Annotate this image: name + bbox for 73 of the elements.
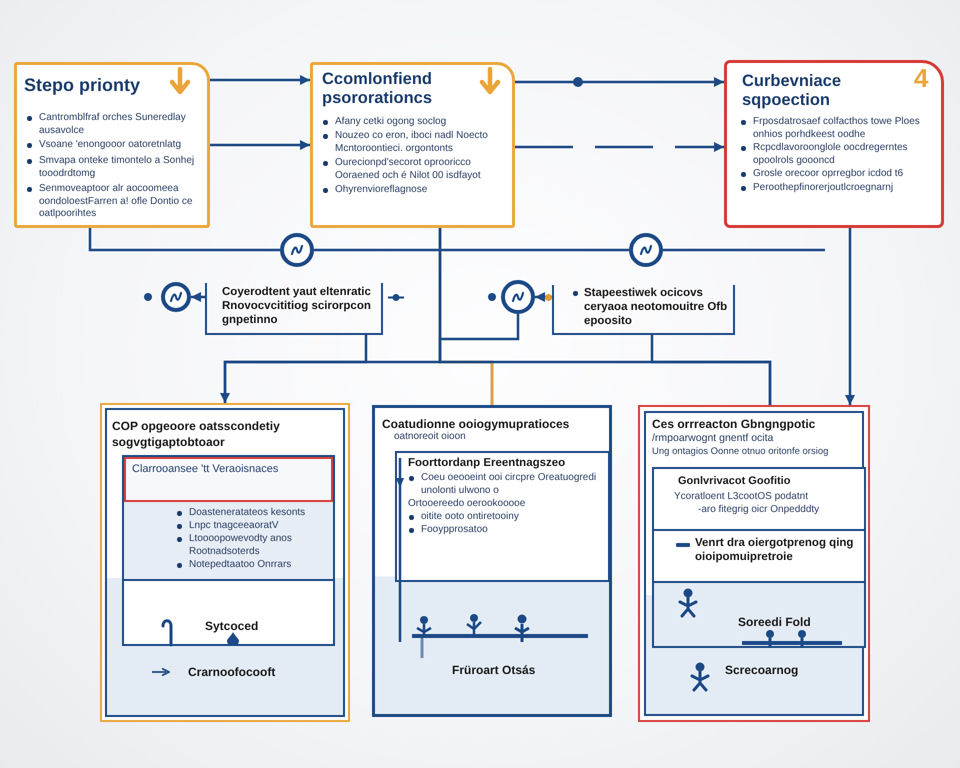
label-text: Soreedi Fold — [738, 614, 812, 630]
bullet-text: Coeu oeooeint ooi circpre Oreatuogredi unolonti ulwono o — [408, 472, 604, 497]
card — [310, 62, 515, 228]
body-text: oatnoreoit oioon — [394, 431, 467, 444]
bullet-text: Ourecionpd'secorot oprooricco Ooraened och é Nilot 00 isdfayot — [322, 157, 512, 182]
arrow — [210, 75, 310, 85]
bullet-text: Lnpc tnagceeaoratV — [176, 520, 328, 532]
bullet-text: Vsoane 'enongooor oatoretnlatg — [26, 139, 210, 152]
bullet-text: Peroothepfinorerjoutlcroegnarnj — [740, 182, 938, 194]
bullet-text: Smvapa onteke timontelo a Sonhej tooodrdtomg — [26, 155, 198, 180]
bullet-text: Grosle orecoor oprregbor icdod t6 — [740, 168, 938, 180]
label-text: Sytcoced — [205, 618, 260, 634]
arrow — [210, 140, 310, 150]
bullet-text: Frposdatrosaef colfacthos towe Ploes onhios porhdkeest oodhe — [740, 116, 938, 141]
arrow — [515, 142, 724, 152]
panel — [100, 403, 350, 722]
heading: Curbevniace sqpoection — [742, 72, 842, 110]
heading: COP opgeoore oatsscondetiy sogvgtigaptobtoaor — [112, 418, 281, 450]
connector-line — [314, 248, 629, 252]
body-text: Ortooereedo oerookooooe — [408, 498, 526, 510]
heading: Gonlvrivacot Goofitio — [678, 474, 792, 488]
bullet-text: Nouzeo co eron, iboci nadl Noecto Mcntoroontieci. orgontonts — [322, 130, 510, 155]
connector-line — [224, 335, 368, 403]
panel — [638, 405, 870, 722]
heading: Ces orrreacton Gbngngpotic — [652, 416, 816, 432]
body-text: Ycoratloent L3cootOS podatnt — [674, 491, 809, 504]
body-text: Ung ontagios Oonne otnuo oritonfe orsiog — [652, 446, 830, 458]
list-panel — [124, 502, 333, 581]
panel — [122, 455, 335, 646]
connector-line — [88, 228, 280, 252]
heading: Venrt dra oiergotprenog qing oioipomuipretroie — [695, 536, 854, 564]
circle-node — [629, 233, 663, 267]
heading: Coatudionne ooiogymupratioces — [382, 416, 570, 432]
heading: Foorttordanp Ereentnagszeo — [408, 456, 566, 470]
body-text: -aro fitegrig oicr Onpedddty — [698, 504, 820, 516]
arrow — [515, 77, 724, 87]
circle-node — [161, 282, 191, 312]
bracket-frame — [205, 283, 383, 335]
card — [724, 60, 944, 228]
label-text: Screcoarnog — [725, 662, 800, 678]
bullet-text: Senmoveaptoor alr aocoomeea oondoloestFarren a! ofle Dontio ce oatlpoorihtes — [26, 183, 208, 220]
bullet-text: Stapeestiwek ocicovs ceryaoa neotomouitre Ofb epoosito — [572, 286, 732, 328]
step-number: 4 — [914, 64, 930, 92]
body-text: Clarrooansee 'tt Veraoisnaces — [132, 462, 280, 476]
bullet-text: Ltoooopowevodty anos Rootnadsoterds — [176, 533, 328, 558]
bullet-text: Rcpcdlavoroonglole oocdregerntes opoolrols goooncd — [740, 142, 938, 167]
heading: Stepo prionty — [24, 74, 141, 96]
bullet-text: Fooypprosatoo — [408, 524, 598, 536]
circle-node — [280, 233, 314, 267]
panel-section — [654, 531, 864, 583]
bullet-text: Ohyrenvioreflagnose — [322, 184, 510, 196]
bullet-text: Doasteneratateos kesonts — [176, 507, 328, 520]
bullet-text: Notepedtaatoo Onrrars — [176, 559, 328, 572]
panel — [395, 451, 610, 582]
bracket-frame — [552, 285, 735, 335]
bullet-text: oitite ooto ontiretooiny — [408, 511, 598, 524]
label-text: Früroart Otsás — [452, 662, 536, 678]
label-text: Crarnoofocooft — [188, 664, 276, 680]
arrow — [845, 228, 855, 405]
connector-line — [663, 248, 825, 252]
connector-line — [650, 335, 772, 405]
bullet-text: Cantromblfraf orches Suneredlay ausavolce — [26, 112, 196, 137]
panel — [124, 457, 333, 502]
body-text: /rmpoarwognt gnentf ocita — [652, 432, 774, 445]
circle-node — [501, 280, 535, 314]
panel — [372, 405, 612, 717]
arrow — [191, 292, 205, 302]
panel — [652, 467, 866, 648]
card — [14, 62, 210, 228]
heading: Ccomlonfiend psororationcs — [322, 70, 434, 108]
label-text: Coyerodtent yaut eltenratic Rnovocvcititiog scirorpcon gnpetinno — [222, 285, 372, 327]
bullet-text: Afany cetki ogong soclog — [322, 116, 510, 128]
panel-section — [654, 469, 864, 531]
